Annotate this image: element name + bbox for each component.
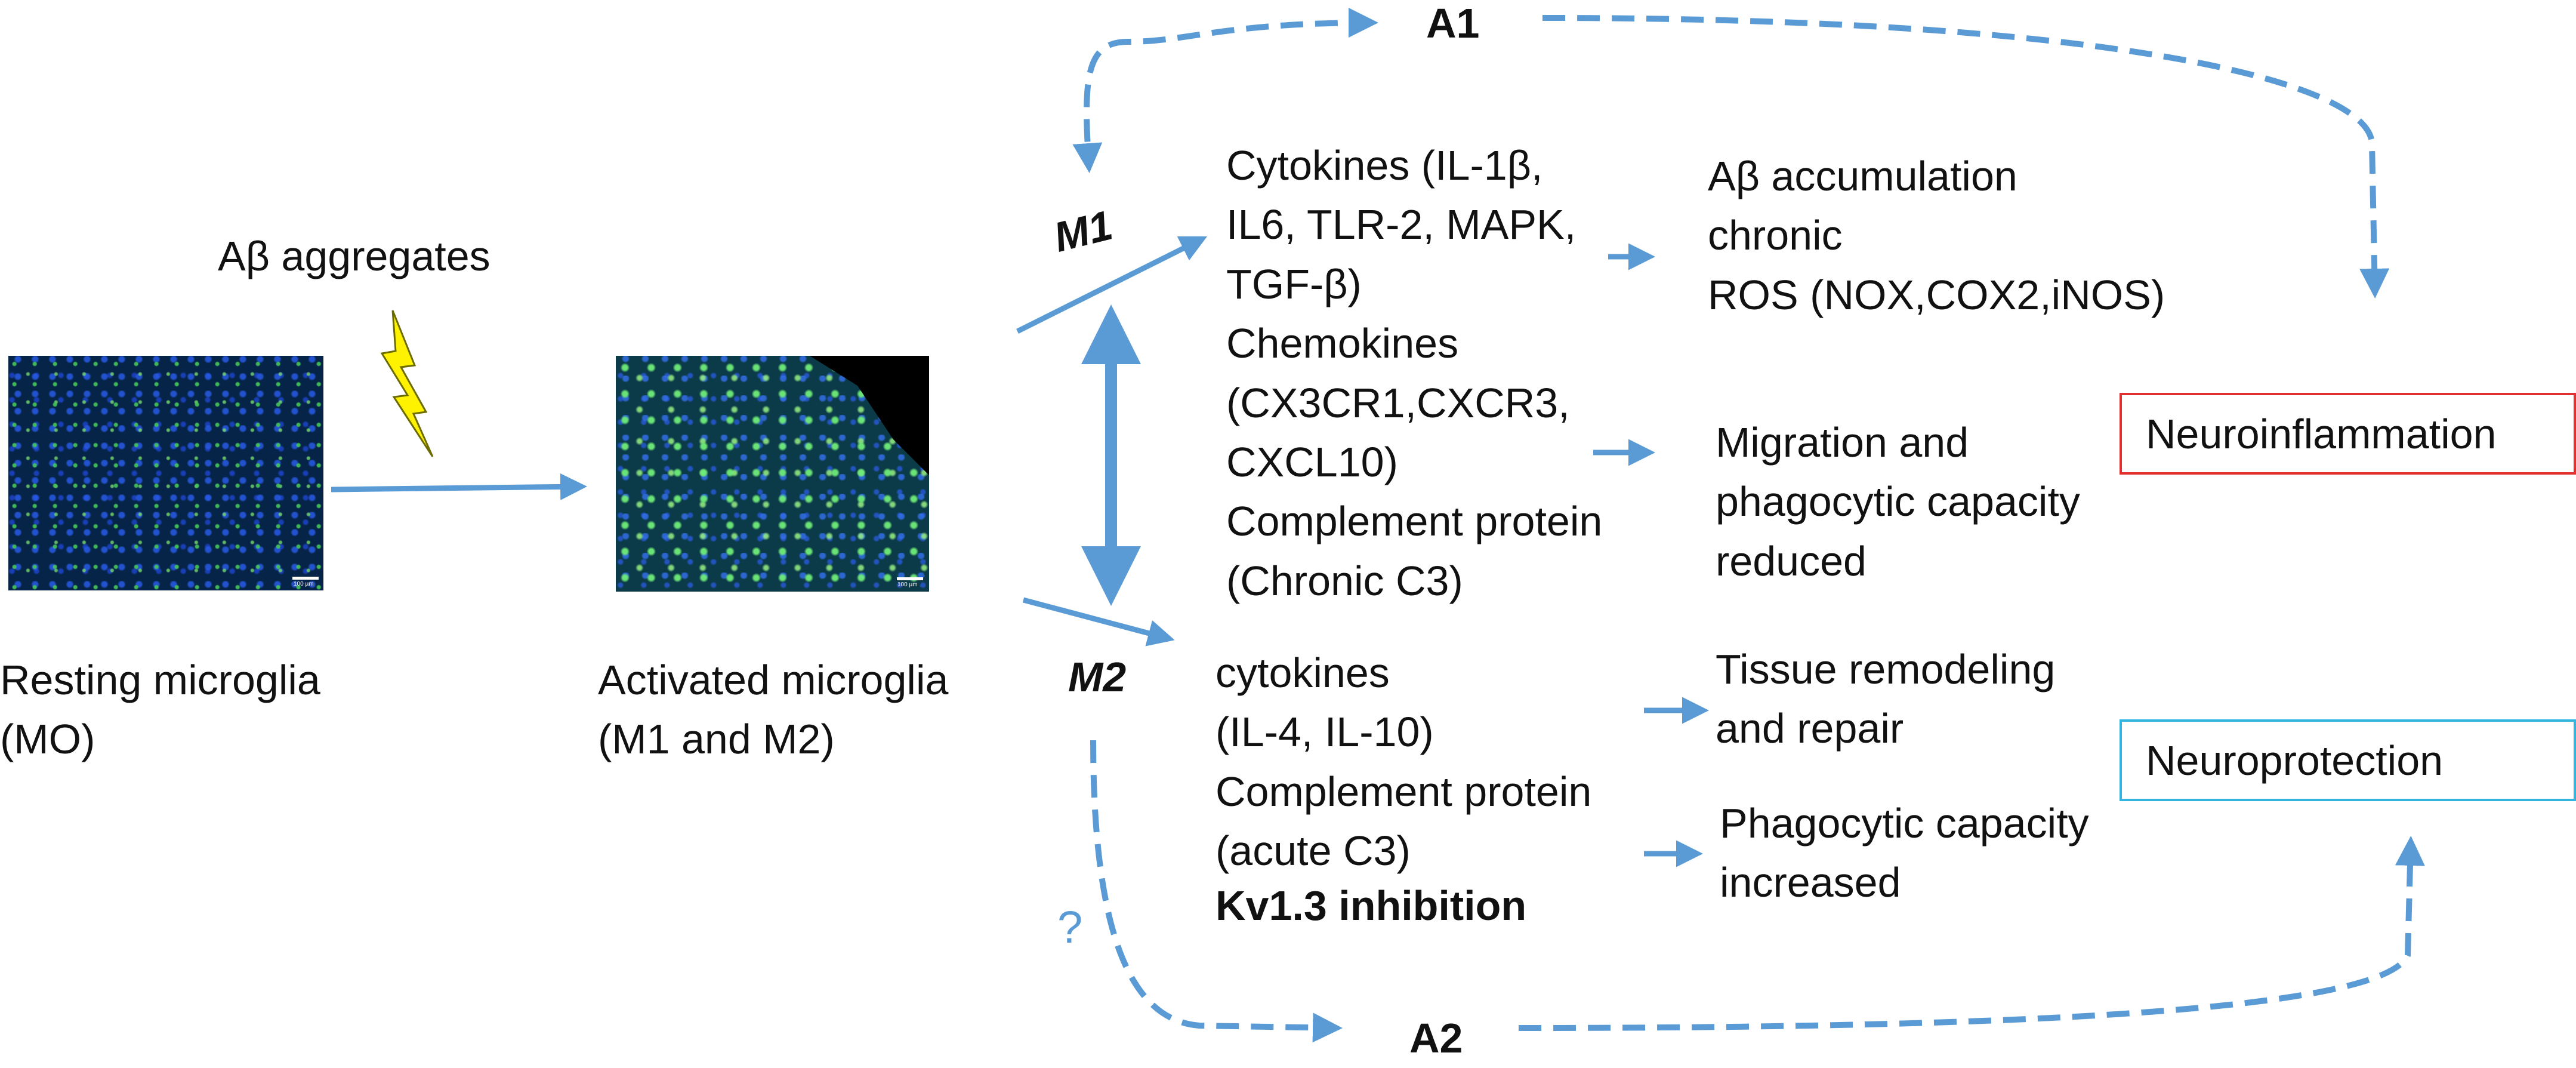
a1-to-neuroinflammation-dashed-arrow <box>1542 15 2390 298</box>
m2-effect-2-text: Phagocytic capacity increased <box>1720 800 2089 906</box>
m1-effect-2-text: Migration and phagocytic capacity reduce… <box>1716 419 2080 584</box>
m2-effect-1-text: Tissue remodeling and repair <box>1716 646 2056 752</box>
a2-to-neuroprotection-dashed-arrow <box>1518 836 2425 1031</box>
a1-m1-dashed-link <box>1072 8 1378 173</box>
activated-scale-label: 100 µm <box>897 581 918 588</box>
trigger-label: Aβ aggregates <box>218 233 490 279</box>
a2-label: A2 <box>1409 1015 1463 1061</box>
resting-microglia-image: 100 µm <box>8 356 323 590</box>
activated-microglia-label: Activated microglia (M1 and M2) <box>598 657 949 763</box>
kv13-inhibition-text: Kv1.3 inhibition <box>1215 882 1527 929</box>
m2-label: M2 <box>1068 654 1127 700</box>
a1-label: A1 <box>1426 0 1480 47</box>
neuroprotection-box: Neuroprotection <box>2120 719 2576 801</box>
resting-scale-bar <box>292 577 319 580</box>
unknown-pathway-label: ? <box>1057 902 1083 953</box>
to-m2-arrow <box>1022 597 1175 647</box>
resting-to-activated-arrow <box>331 473 587 500</box>
resting-scale-label: 100 µm <box>294 581 314 587</box>
m2-factors-text: cytokines (IL-4, IL-10) Complement prote… <box>1215 650 1592 875</box>
m1-factors-text: Cytokines (IL-1β, IL6, TLR-2, MAPK, TGF-… <box>1226 142 1603 604</box>
image-dark-corner <box>810 356 929 475</box>
m2-to-a2-dashed-arrow <box>1090 740 1343 1043</box>
neuroinflammation-box: Neuroinflammation <box>2120 393 2576 475</box>
resting-microglia-label: Resting microglia (MO) <box>0 657 320 763</box>
m1-effect-1-text: Aβ accumulation chronic ROS (NOX,COX2,iN… <box>1708 153 2165 318</box>
lightning-bolt-icon <box>380 310 434 457</box>
activated-microglia-image: 100 µm <box>616 356 929 592</box>
to-m1-arrow <box>1016 236 1208 334</box>
activated-scale-bar <box>897 577 923 580</box>
